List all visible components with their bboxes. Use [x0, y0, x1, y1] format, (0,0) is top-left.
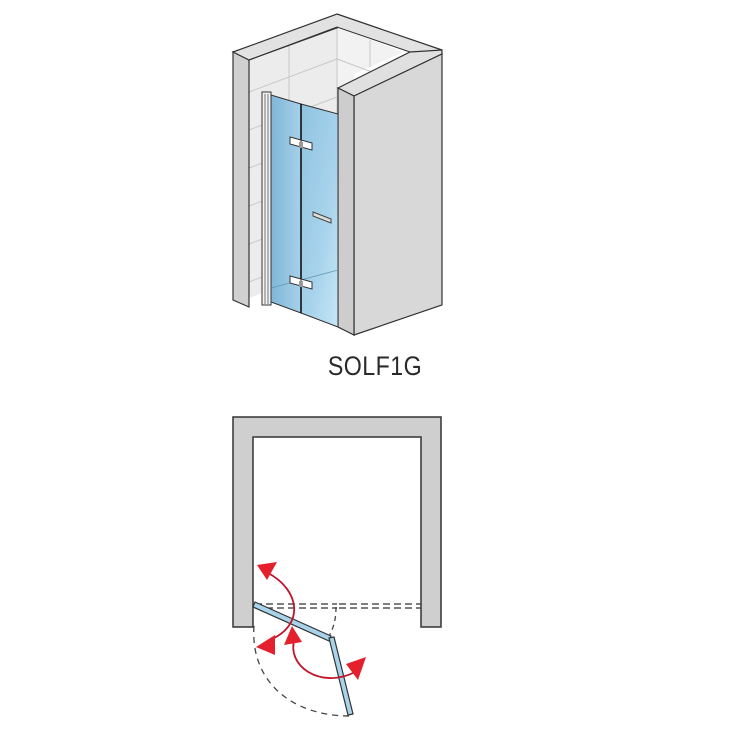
door-handle — [312, 211, 332, 224]
right-wall-front — [337, 87, 355, 336]
isometric-view — [231, 13, 443, 336]
plan-glass-panel-2 — [328, 636, 354, 716]
plan-walls — [232, 416, 442, 628]
plan-view — [232, 416, 442, 717]
hinge-top — [289, 136, 313, 151]
swing-arc-inner — [326, 606, 337, 641]
model-label: SOLF1G — [327, 351, 423, 381]
closed-position-dashes — [255, 603, 421, 609]
wall-profile — [261, 91, 272, 306]
curved-double-arrow-icon-2 — [284, 626, 366, 680]
hinge-bottom — [289, 275, 313, 290]
back-wall-top — [337, 14, 442, 57]
right-wall-side — [353, 53, 443, 336]
left-wall-front — [232, 51, 250, 308]
curved-double-arrow-icon — [256, 562, 296, 655]
